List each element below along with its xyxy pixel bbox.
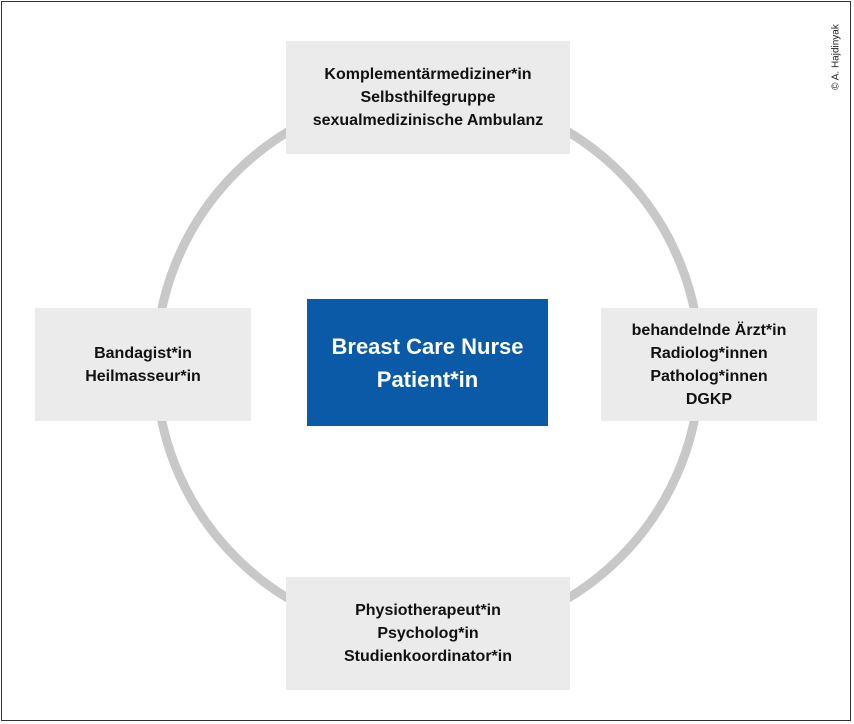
right-node: behandelnde Ärzt*in Radiolog*innen Patho…: [601, 308, 817, 421]
bottom-node: Physiotherapeut*in Psycholog*in Studienk…: [286, 577, 570, 690]
left-node-line: Bandagist*in: [94, 344, 192, 362]
top-node-line: Komplementärmediziner*in: [324, 66, 532, 83]
top-node-line: sexualmedizinische Ambulanz: [312, 112, 544, 129]
left-node-line: Heilmasseur*in: [85, 367, 201, 385]
bottom-node-line: Psycholog*in: [377, 625, 479, 642]
top-node-line: Selbsthilfegruppe: [360, 89, 496, 106]
right-node-line: Patholog*innen: [650, 367, 768, 385]
left-node: Bandagist*in Heilmasseur*in: [35, 308, 251, 421]
right-node-line: DGKP: [685, 390, 733, 408]
bottom-node-line: Studienkoordinator*in: [344, 648, 512, 665]
copyright-text: © A. Hajdinyak: [830, 24, 842, 90]
copyright-credit: © A. Hajdinyak: [826, 12, 846, 102]
center-node: Breast Care Nurse Patient*in: [307, 299, 548, 426]
center-node-line: Patient*in: [376, 366, 479, 392]
right-node-line: behandelnde Ärzt*in: [631, 321, 787, 339]
right-node-line: Radiolog*innen: [650, 344, 768, 362]
top-node: Komplementärmediziner*in Selbsthilfegrup…: [286, 41, 570, 154]
bottom-node-line: Physiotherapeut*in: [355, 602, 501, 619]
center-node-line: Breast Care Nurse: [331, 333, 524, 359]
